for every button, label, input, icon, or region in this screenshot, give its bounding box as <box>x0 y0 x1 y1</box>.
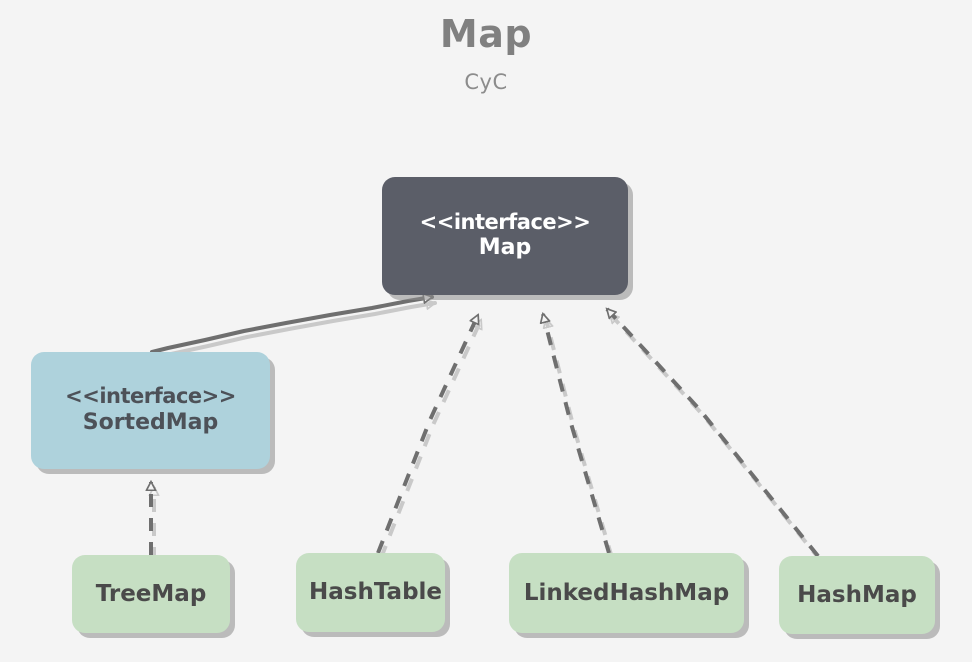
diagram-header: Map CyC <box>0 12 972 94</box>
edge-hashmap-to-map <box>607 309 823 563</box>
node-sortedmap[interactable]: <<interface>> SortedMap <box>31 352 270 469</box>
page-title: Map <box>439 12 533 56</box>
node-map-stereotype: <<interface>> <box>419 209 591 234</box>
node-map[interactable]: <<interface>> Map <box>382 177 628 295</box>
node-sortedmap-stereotype: <<interface>> <box>65 384 236 409</box>
node-linkedhashmap-label: LinkedHashMap <box>523 579 730 606</box>
node-linkedhashmap[interactable]: LinkedHashMap <box>509 553 744 633</box>
node-treemap-label: TreeMap <box>95 580 207 607</box>
diagram-subtitle: CyC <box>464 69 508 94</box>
edge-sortedmap-to-map <box>150 297 435 360</box>
node-hashmap-label: HashMap <box>797 581 917 608</box>
node-treemap[interactable]: TreeMap <box>72 555 230 633</box>
edge-treemap-to-sortedmap <box>151 482 154 560</box>
node-hashtable-label: HashTable <box>308 579 443 606</box>
node-hashtable[interactable]: HashTable <box>296 553 445 632</box>
node-hashmap[interactable]: HashMap <box>779 556 935 634</box>
edge-linkedhashmap-to-map <box>543 314 614 559</box>
node-sortedmap-label: SortedMap <box>82 409 219 435</box>
edge-hashtable-to-map <box>376 315 483 559</box>
node-map-label: Map <box>478 235 532 261</box>
